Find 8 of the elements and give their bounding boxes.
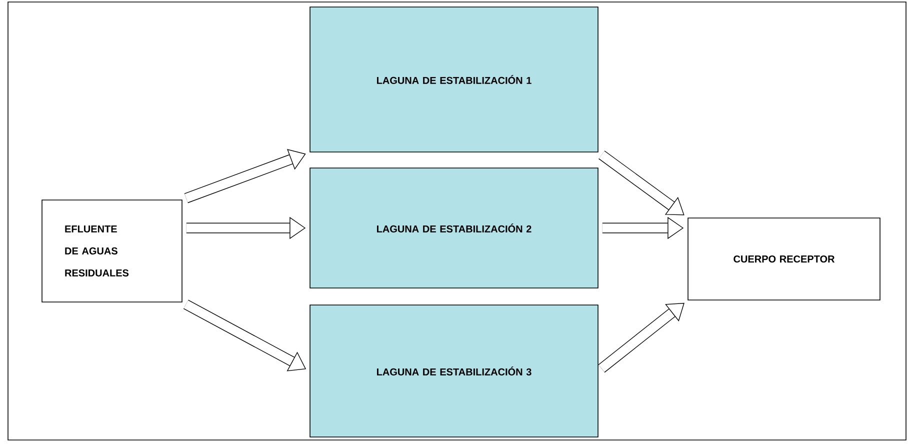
block-arrow [598, 302, 684, 373]
block-arrow [184, 148, 306, 204]
block-arrow [598, 150, 684, 216]
source-box: EFLUENTE DE AGUAS RESIDUALES [42, 200, 182, 302]
lagoon-box: LAGUNA DE ESTABILIZACIÓN 2 [310, 168, 598, 288]
lagoon-box: LAGUNA DE ESTABILIZACIÓN 3 [310, 304, 598, 438]
lagoon-box: LAGUNA DE ESTABILIZACIÓN 1 [310, 6, 598, 152]
receiver-box: CUERPO RECEPTOR [688, 218, 880, 300]
